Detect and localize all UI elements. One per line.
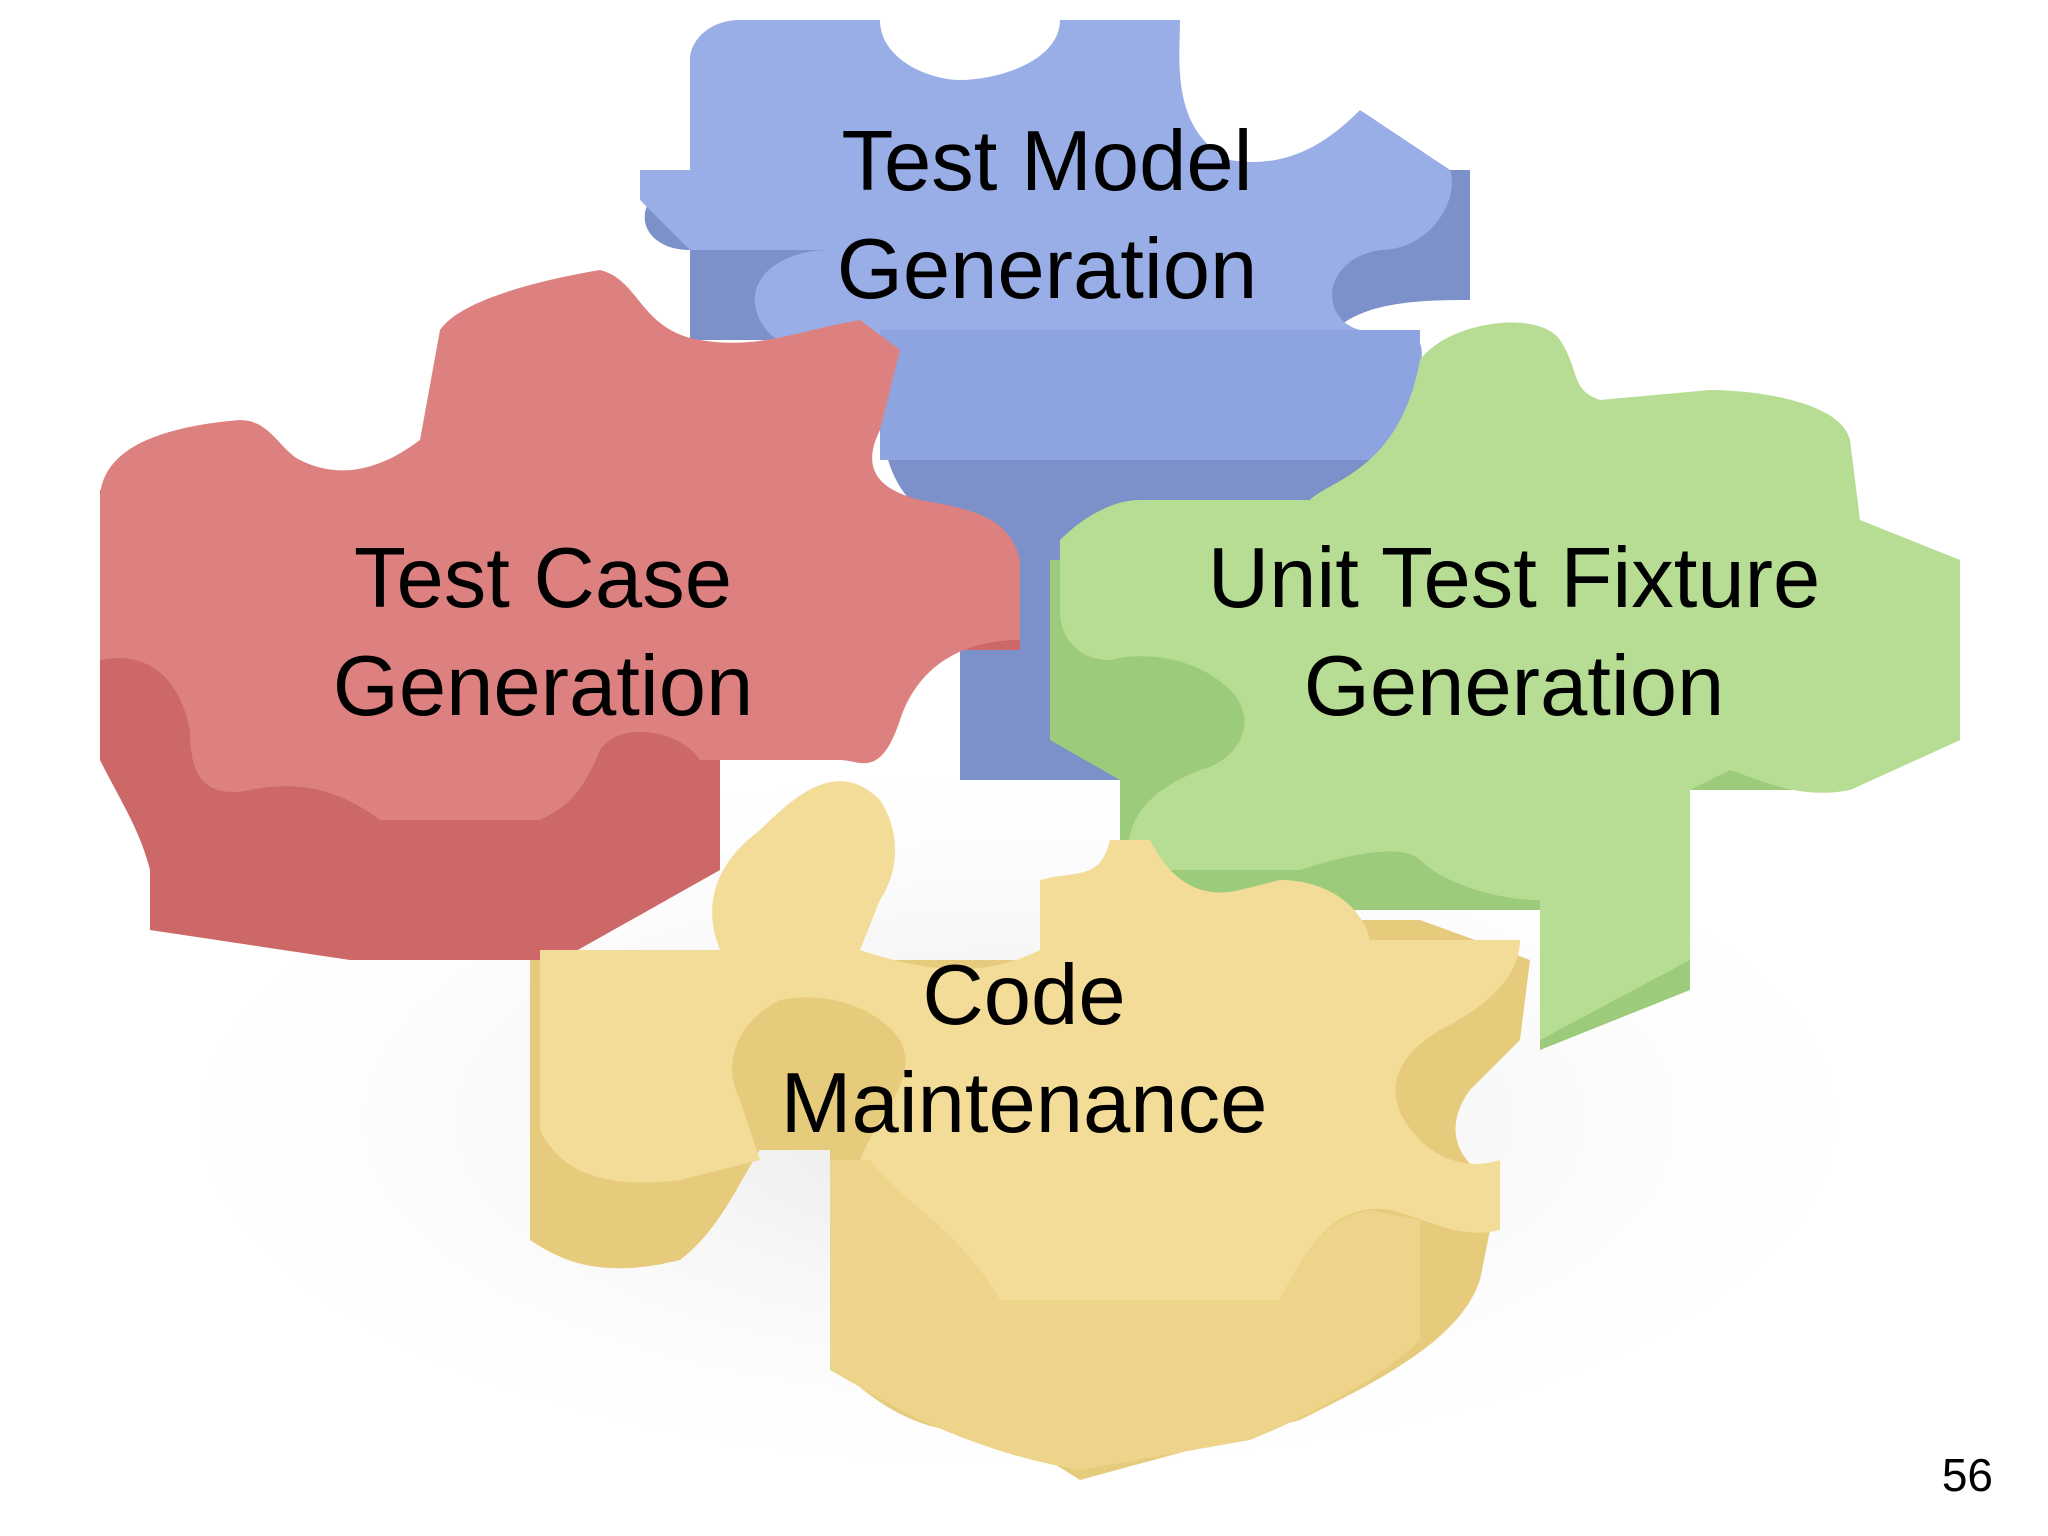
yellow-puzzle-piece <box>530 781 1530 1480</box>
label-line: Unit Test Fixture <box>1207 531 1821 626</box>
label-line: Maintenance <box>780 1056 1268 1151</box>
label-line: Test Case <box>354 531 732 626</box>
page-number: 56 <box>1941 1449 1993 1501</box>
label-line: Generation <box>836 222 1258 317</box>
red-puzzle-piece <box>100 270 1020 960</box>
test-model-generation-label: Test Model Generation <box>747 108 1347 324</box>
green-puzzle-piece <box>1050 322 1960 1050</box>
code-maintenance-label: Code Maintenance <box>724 942 1324 1158</box>
test-case-generation-label: Test Case Generation <box>243 525 843 741</box>
label-line: Code <box>922 948 1126 1043</box>
label-line: Generation <box>1303 639 1725 734</box>
label-line: Generation <box>332 639 754 734</box>
label-line: Test Model <box>841 114 1253 209</box>
unit-test-fixture-generation-label: Unit Test Fixture Generation <box>1114 525 1914 741</box>
